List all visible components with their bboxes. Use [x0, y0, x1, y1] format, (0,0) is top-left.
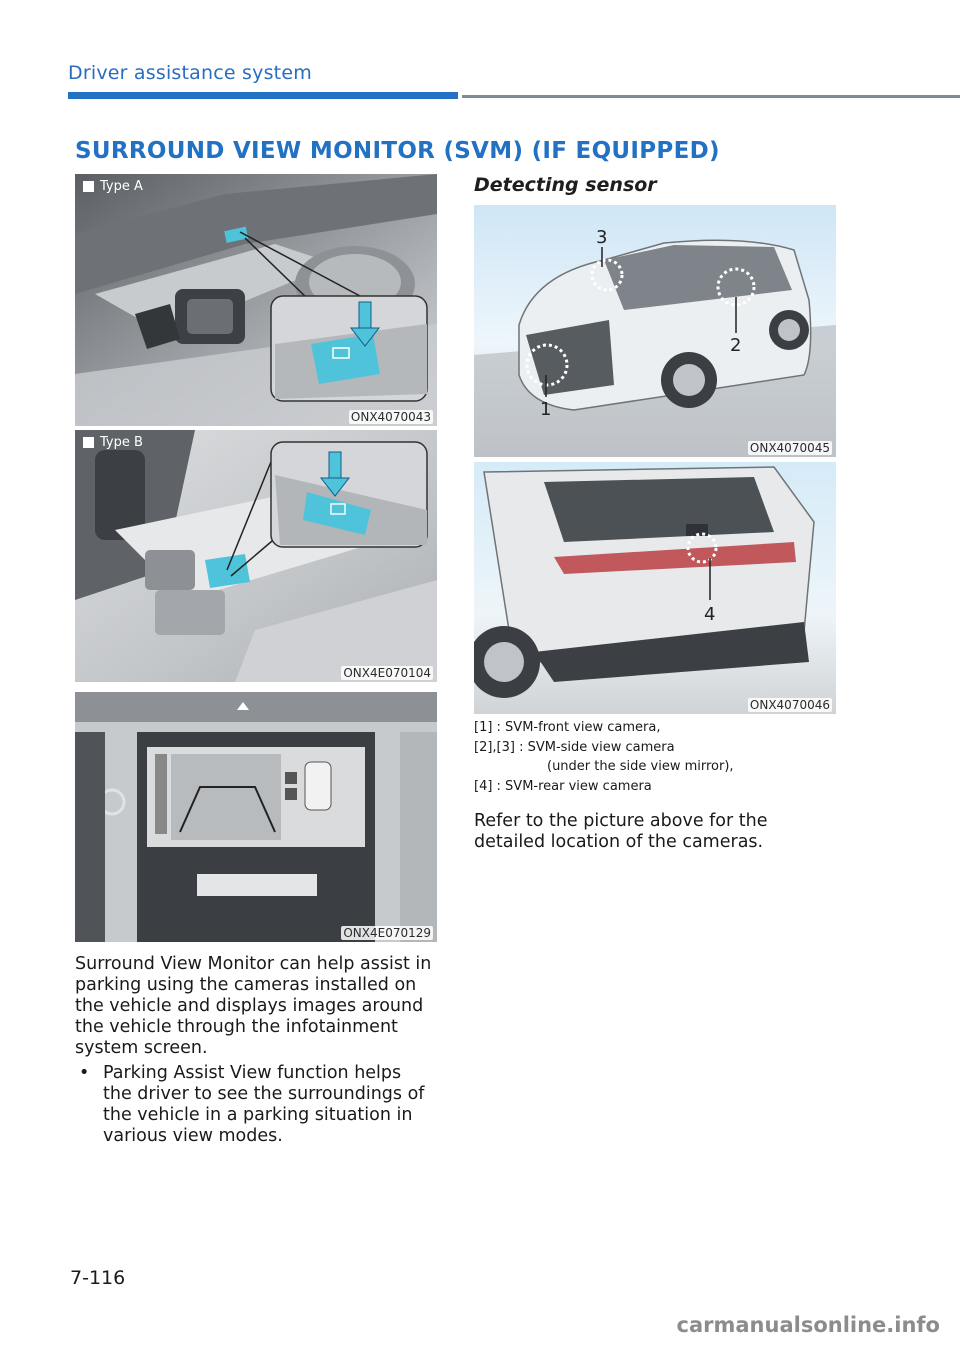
callout-1: 1	[540, 399, 551, 420]
text-line: parking using the cameras installed on	[75, 975, 417, 995]
text-line: the vehicle through the infotainment	[75, 1017, 398, 1037]
section-title: SURROUND VIEW MONITOR (SVM) (IF EQUIPPED…	[75, 138, 720, 164]
text-line: the vehicle in a parking situation in	[103, 1105, 413, 1125]
text-line: Parking Assist View function helps	[103, 1063, 402, 1083]
figure-type-b: Type B ONX4E070104	[75, 430, 437, 682]
header-rule-accent	[68, 92, 458, 99]
type-b-text: Type B	[100, 435, 143, 450]
figure-code: ONX4E070104	[341, 666, 433, 680]
text-line: detailed location of the cameras.	[474, 832, 764, 852]
type-a-text: Type A	[100, 179, 143, 194]
camera-item-rear: [4] : SVM-rear view camera	[474, 778, 652, 794]
text-line: various view modes.	[103, 1126, 283, 1146]
figure-type-a-label: Type A	[83, 179, 143, 194]
camera-item-front: [1] : SVM-front view camera,	[474, 720, 661, 735]
watermark: carmanualsonline.info	[676, 1313, 940, 1337]
figure-front-cameras: 1 2 3 ONX4070045	[474, 205, 836, 457]
camera-item-side: [2],[3] : SVM-side view camera	[474, 739, 675, 755]
text-line: the driver to see the surroundings of	[103, 1084, 425, 1104]
header-rule	[462, 95, 960, 98]
subheading-detecting-sensor: Detecting sensor	[474, 174, 657, 196]
callout-4: 4	[704, 604, 715, 625]
intro-paragraph: Surround View Monitor can help assist in…	[75, 954, 440, 1059]
figure-code: ONX4E070129	[341, 926, 433, 940]
figure-infotainment-screen: ONX4E070129	[75, 692, 437, 942]
text-line: the vehicle and displays images around	[75, 996, 424, 1016]
square-bullet-icon	[83, 181, 94, 192]
camera-list: [1] : SVM-front view camera, [2],[3] : S…	[474, 718, 734, 796]
location-paragraph: Refer to the picture above for the detai…	[474, 811, 839, 853]
square-bullet-icon	[83, 437, 94, 448]
figure-code: ONX4070043	[348, 410, 433, 424]
bullet-mark: •	[79, 1063, 90, 1083]
figure-code: ONX4070045	[747, 441, 832, 455]
bullet-parking-assist-view: • Parking Assist View function helps the…	[79, 1063, 439, 1147]
figure-code: ONX4070046	[747, 698, 832, 712]
figure-type-a: Type A ONX4070043	[75, 174, 437, 426]
text-line: system screen.	[75, 1038, 208, 1058]
callout-2: 2	[730, 335, 741, 356]
running-header: Driver assistance system	[68, 62, 312, 84]
page-number: 7-116	[70, 1267, 126, 1289]
text-line: Surround View Monitor can help assist in	[75, 954, 432, 974]
callout-3: 3	[596, 227, 607, 248]
camera-item-side-note: (under the side view mirror),	[547, 759, 734, 774]
figure-rear-camera: 4 ONX4070046	[474, 462, 836, 714]
figure-type-b-label: Type B	[83, 435, 143, 450]
text-line: Refer to the picture above for the	[474, 811, 768, 831]
